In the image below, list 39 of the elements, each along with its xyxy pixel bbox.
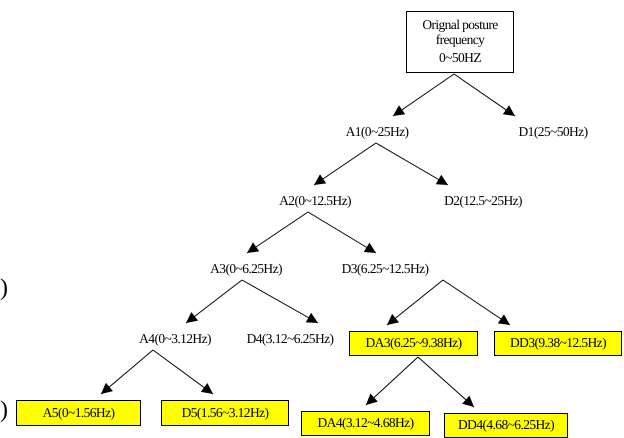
highlighted-box bbox=[444, 413, 568, 438]
highlighted-box bbox=[16, 400, 141, 426]
arrow bbox=[376, 142, 448, 186]
highlighted-box bbox=[301, 411, 430, 436]
arrow bbox=[386, 280, 444, 326]
arrow bbox=[186, 280, 242, 324]
band-label: A2(0~12.5Hz) bbox=[279, 194, 351, 208]
highlighted-box bbox=[494, 331, 622, 356]
band-label: A1(0~25Hz) bbox=[346, 124, 408, 140]
band-label: A4(0~3.12Hz) bbox=[139, 332, 211, 346]
arrow bbox=[418, 356, 474, 408]
band-label: DD3(9.38~12.5Hz) bbox=[510, 336, 606, 351]
arrow bbox=[100, 350, 154, 394]
band-label: A3(0~6.25Hz) bbox=[210, 262, 282, 276]
arrow bbox=[392, 74, 454, 116]
band-label: DA3(6.25~9.38Hz) bbox=[366, 336, 462, 351]
arrow bbox=[152, 350, 214, 394]
band-label: D5(1.56~3.12Hz) bbox=[182, 406, 268, 420]
node-text: 0~50HZ bbox=[438, 51, 482, 66]
arrow bbox=[366, 356, 418, 406]
highlighted-box bbox=[161, 400, 289, 426]
band-label: DA4(3.12~4.68Hz) bbox=[318, 416, 414, 431]
band-label: D3(6.25~12.5Hz) bbox=[342, 262, 428, 276]
arrow bbox=[308, 212, 376, 254]
band-label: A5(0~1.56Hz) bbox=[42, 406, 114, 420]
arrow bbox=[242, 280, 318, 324]
node-text: Orignal posture frequency bbox=[421, 18, 499, 48]
band-label: D1(25~50Hz) bbox=[518, 124, 588, 140]
cut-off-text: ) bbox=[0, 398, 8, 422]
arrow bbox=[314, 142, 376, 186]
highlighted-box bbox=[349, 331, 478, 356]
root-box bbox=[406, 11, 514, 73]
band-label: DD4(4.68~6.25Hz) bbox=[458, 418, 554, 433]
cut-off-text: ) bbox=[0, 276, 8, 300]
band-label: D4(3.12~6.25Hz) bbox=[246, 332, 334, 346]
arrow bbox=[454, 74, 516, 116]
arrow bbox=[246, 212, 308, 254]
band-label: D2(12.5~25Hz) bbox=[444, 194, 522, 208]
arrow bbox=[442, 280, 510, 326]
